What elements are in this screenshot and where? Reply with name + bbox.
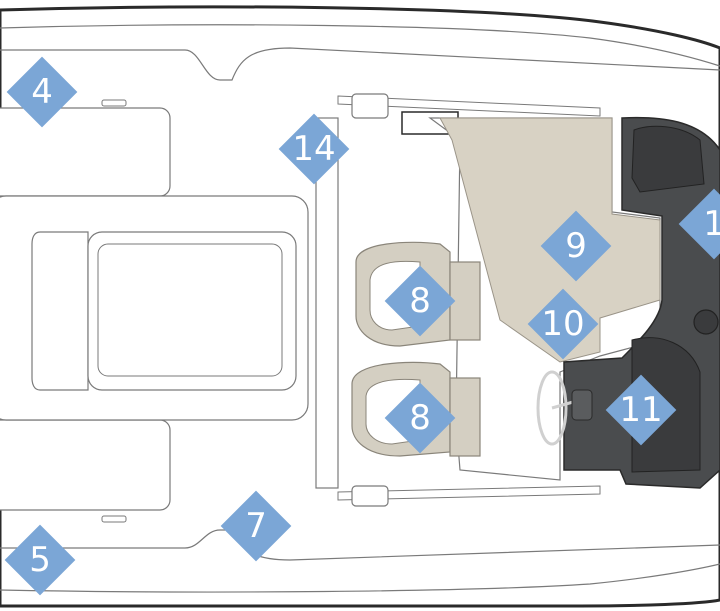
bow-table-base: [31, 231, 89, 391]
callout-label-1-partial: 1: [703, 204, 720, 244]
callout-marker-10[interactable]: 10: [527, 288, 599, 360]
callout-label-8-lower: 8: [409, 398, 431, 438]
walkway-top: [0, 47, 720, 81]
bow-cushion-bottom: [0, 419, 171, 511]
steering-wheel-icon: [536, 370, 593, 446]
callout-label-10: 10: [541, 304, 584, 344]
callout-label-14: 14: [292, 129, 335, 169]
hull-inner-rail: [0, 24, 720, 67]
console-hatch-bottom: [351, 485, 389, 507]
callout-label-7: 7: [245, 506, 267, 546]
dashboard-gauge: [693, 309, 719, 335]
cleat-bottom: [101, 515, 127, 523]
callout-label-5: 5: [29, 540, 51, 580]
bow-table: [87, 231, 297, 391]
callout-label-4: 4: [31, 72, 53, 112]
dashboard-top-panel: [631, 125, 705, 193]
bow-cushion-top: [0, 107, 171, 197]
windshield: [315, 117, 339, 489]
callout-marker-11[interactable]: 11: [605, 374, 677, 446]
bow-table-inner: [97, 243, 283, 377]
hull-inner-rail-bottom: [0, 563, 720, 593]
callout-label-8-upper: 8: [409, 281, 431, 321]
cleat-top: [101, 99, 127, 107]
callout-label-11: 11: [619, 390, 662, 430]
callout-marker-14[interactable]: 14: [278, 113, 350, 185]
callout-label-9: 9: [565, 226, 587, 266]
console-hatch-a: [351, 93, 389, 119]
cockpit-coaming: [337, 95, 601, 501]
